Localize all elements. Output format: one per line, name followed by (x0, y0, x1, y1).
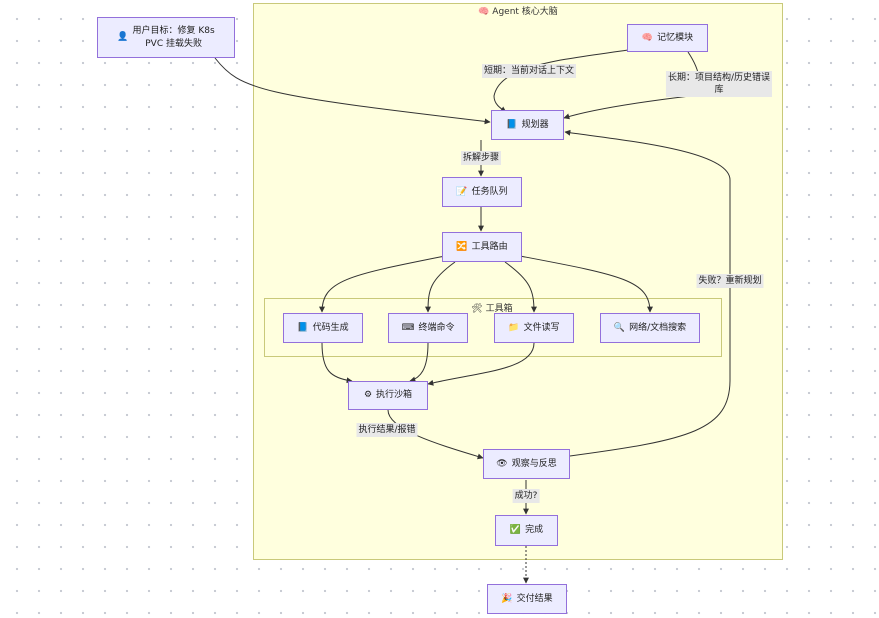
node-file-rw-label: 文件读写 (523, 322, 560, 333)
node-deliver: 🎉 交付结果 (487, 584, 567, 614)
node-planner: 📘 规划器 (491, 110, 564, 140)
edge-router-to-terminal (425, 261, 456, 313)
edge-memory-short-to-planner (493, 49, 629, 113)
node-user-goal: 👤 用户目标：修复 K8s PVC 挂载失败 (97, 17, 235, 58)
node-terminal-label: 终端命令 (418, 322, 455, 333)
node-memory: 🧠 记忆模块 (627, 24, 708, 52)
edge-code-to-sandbox (321, 342, 353, 384)
party-icon: 🎉 (501, 593, 513, 604)
edge-label-short-term: 短期：当前对话上下文 (481, 64, 577, 78)
edge-label-fail-replan: 失败？重新规划 (696, 274, 764, 288)
search-icon: 🔍 (613, 322, 626, 333)
edge-user-to-planner (214, 57, 491, 125)
edge-label-decompose: 拆解步骤 (460, 151, 502, 165)
edge-terminal-to-sandbox (409, 342, 429, 383)
node-web-search: 🔍 网络/文档搜索 (600, 313, 700, 343)
brain-icon: 🧠 (478, 7, 490, 17)
node-done-label: 完成 (525, 525, 544, 535)
node-planner-label: 规划器 (521, 119, 549, 130)
node-deliver-label: 交付结果 (516, 593, 553, 604)
node-sandbox: ⚙ 执行沙箱 (348, 381, 428, 410)
folder-icon: 📁 (508, 322, 520, 333)
node-observe: 👁 观察与反思 (483, 449, 570, 479)
node-task-queue: 📝 任务队列 (442, 177, 522, 207)
user-icon: 👤 (117, 32, 129, 42)
node-web-search-label: 网络/文档搜索 (629, 322, 687, 333)
node-terminal: ⌨ 终端命令 (388, 313, 468, 343)
check-icon: ✅ (509, 525, 522, 535)
eye-icon: 👁 (496, 458, 508, 469)
node-memory-label: 记忆模块 (657, 32, 694, 43)
book-icon: 📘 (506, 119, 518, 130)
edge-label-long-term: 长期：项目结构/历史错误 库 (665, 71, 773, 97)
edge-router-to-file (504, 261, 537, 313)
node-observe-label: 观察与反思 (511, 458, 557, 469)
node-tool-router: 🔀 工具路由 (442, 232, 522, 262)
tools-icon: 🛠 (471, 304, 483, 314)
brain-icon: 🧠 (641, 32, 654, 43)
node-task-queue-label: 任务队列 (471, 186, 508, 197)
edge-router-to-web (519, 255, 653, 313)
edge-observe-to-planner (564, 129, 731, 457)
memo-icon: 📝 (456, 186, 468, 197)
node-user-goal-label: 用户目标：修复 K8s PVC 挂载失败 (132, 25, 215, 49)
gear-icon: ⚙ (363, 390, 373, 400)
keyboard-icon: ⌨ (401, 322, 415, 333)
node-file-rw: 📁 文件读写 (494, 313, 574, 343)
node-code-gen: 📘 代码生成 (283, 313, 363, 343)
toolbox-title: 🛠 工具箱 (471, 304, 513, 314)
code-icon: 📘 (297, 322, 309, 333)
edge-router-to-code (319, 255, 446, 313)
node-done: ✅ 完成 (495, 515, 558, 546)
edge-file-to-sandbox (427, 342, 535, 386)
edge-label-success: 成功? (512, 489, 540, 503)
router-icon: 🔀 (456, 241, 468, 252)
agent-core-title: 🧠 Agent 核心大脑 (478, 7, 558, 17)
node-tool-router-label: 工具路由 (471, 241, 508, 252)
edge-sandbox-to-observe (387, 409, 484, 460)
node-code-gen-label: 代码生成 (312, 322, 349, 333)
node-sandbox-label: 执行沙箱 (376, 390, 413, 400)
edge-label-exec-result: 执行结果/报错 (356, 423, 418, 437)
